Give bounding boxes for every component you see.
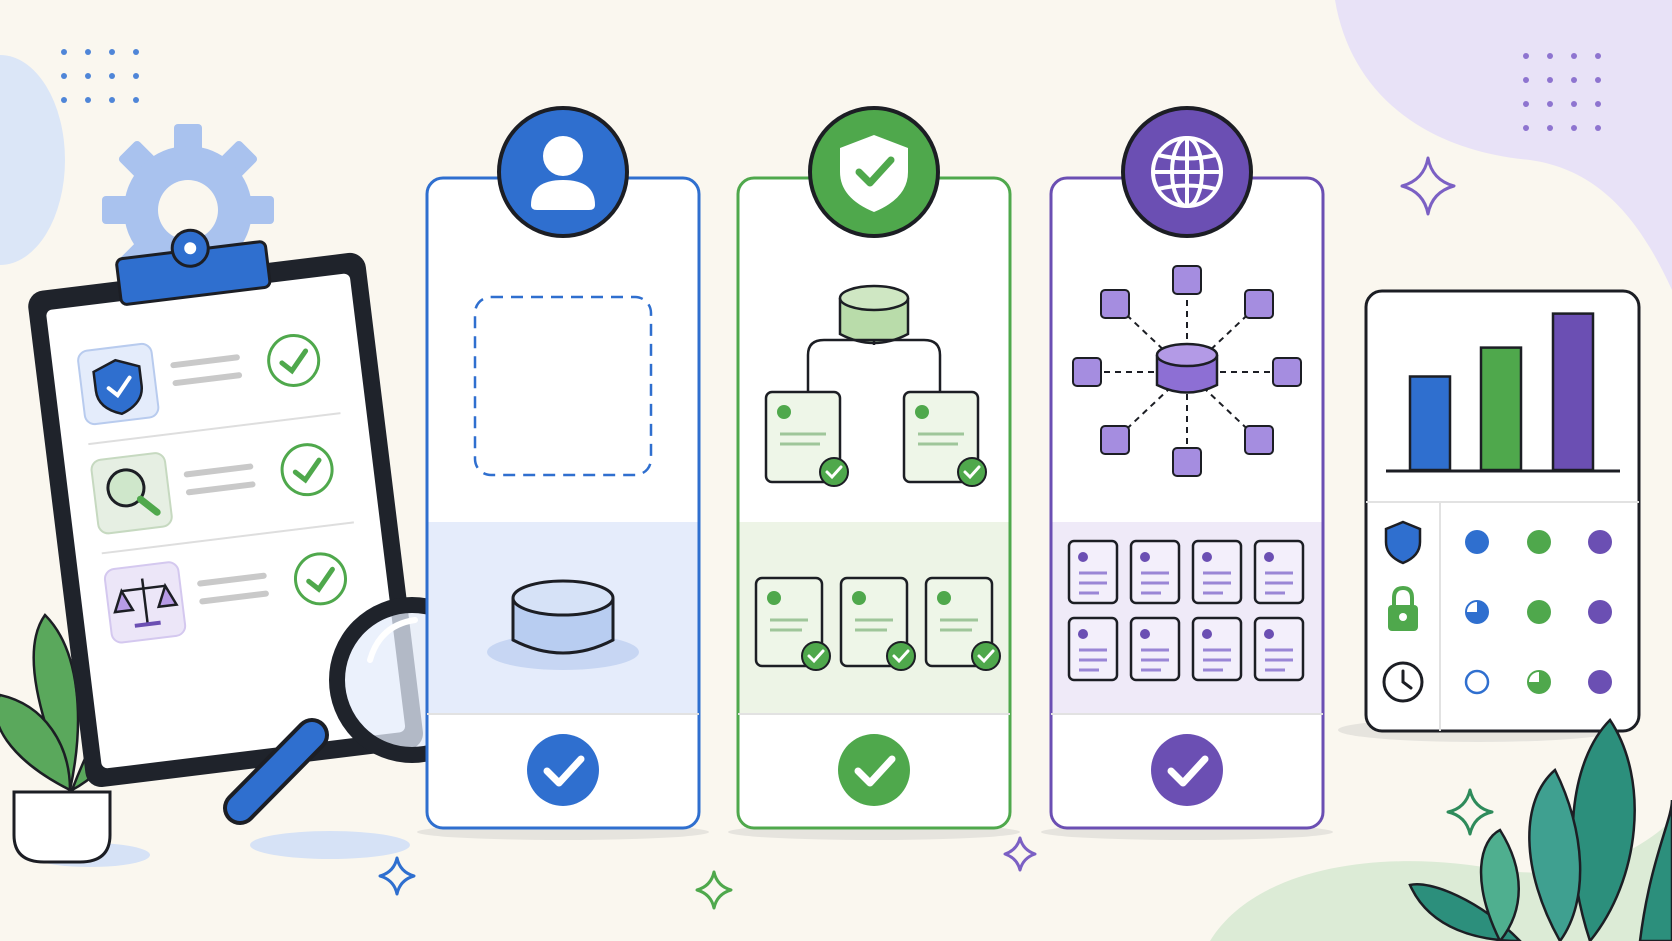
dashboard-card — [1338, 289, 1641, 742]
network-node — [1172, 447, 1202, 477]
status-dot — [1465, 530, 1489, 554]
checklist-clipboard — [28, 228, 423, 787]
record-card-icon — [1129, 539, 1181, 605]
checklist-item — [90, 443, 354, 555]
database-icon — [487, 579, 639, 670]
panel-illustration — [473, 295, 653, 670]
network-node — [1072, 357, 1102, 387]
network-node — [1172, 265, 1202, 295]
status-dot — [1588, 670, 1612, 694]
verification-panels — [417, 106, 1333, 840]
dot-grid-right — [1523, 53, 1601, 131]
record-card-icon — [1129, 616, 1181, 682]
status-dot — [1527, 670, 1551, 694]
chart-bar — [1479, 346, 1523, 472]
checklist-item — [103, 552, 347, 644]
sparkle-icon — [378, 856, 416, 896]
shield-icon — [1384, 520, 1422, 565]
sparkle-icons — [378, 156, 1494, 910]
certificate-icon — [764, 390, 849, 487]
network-node — [1100, 425, 1130, 455]
lock-icon — [1388, 585, 1418, 631]
certificate-icon — [902, 390, 987, 487]
user-icon — [497, 106, 629, 238]
status-dot — [1527, 530, 1551, 554]
record-card-icon — [1253, 616, 1305, 682]
panel-illustration — [754, 284, 1001, 671]
sparkle-icon — [1400, 156, 1456, 216]
panel-illustration — [1067, 265, 1305, 682]
verified-check-icon — [527, 734, 599, 806]
shield-check-icon — [808, 106, 940, 238]
globe-icon — [1121, 106, 1253, 238]
database-icon — [838, 284, 910, 345]
status-dot — [1588, 530, 1612, 554]
panel-identity — [417, 106, 709, 840]
chart-bar — [1408, 375, 1452, 472]
record-card-icon — [1191, 539, 1243, 605]
magnifier-icon — [106, 468, 161, 516]
chart-bar — [1551, 312, 1595, 472]
network-node — [1244, 289, 1274, 319]
status-dot — [1527, 600, 1551, 624]
certificate-icon — [924, 576, 1001, 671]
record-card-icon — [1067, 616, 1119, 682]
scales-icon — [113, 578, 179, 628]
record-card-icon — [1191, 616, 1243, 682]
verified-check-icon — [838, 734, 910, 806]
shield-icon — [92, 358, 143, 416]
network-node — [1100, 289, 1130, 319]
sparkle-icon — [1003, 836, 1037, 872]
clock-icon — [1382, 661, 1424, 703]
certificate-icon — [754, 576, 831, 671]
panel-security — [728, 106, 1020, 840]
database-icon — [1155, 342, 1219, 394]
checklist-item — [77, 333, 341, 446]
record-card-icon — [1253, 539, 1305, 605]
sparkle-icon — [695, 870, 733, 910]
network-node — [1244, 425, 1274, 455]
certificate-icon — [839, 576, 916, 671]
plant-right — [1408, 718, 1672, 941]
check-icon — [280, 443, 334, 497]
status-dot — [1464, 669, 1490, 695]
record-card-icon — [1067, 539, 1119, 605]
dot-grid-left — [61, 49, 139, 103]
status-dot — [1465, 600, 1489, 624]
status-matrix — [1382, 520, 1612, 703]
sparkle-icon — [1446, 788, 1494, 836]
check-icon — [267, 333, 321, 387]
verified-check-icon — [1151, 734, 1223, 806]
panel-network — [1041, 106, 1333, 840]
check-icon — [293, 552, 347, 606]
network-node — [1272, 357, 1302, 387]
status-dot — [1588, 600, 1612, 624]
